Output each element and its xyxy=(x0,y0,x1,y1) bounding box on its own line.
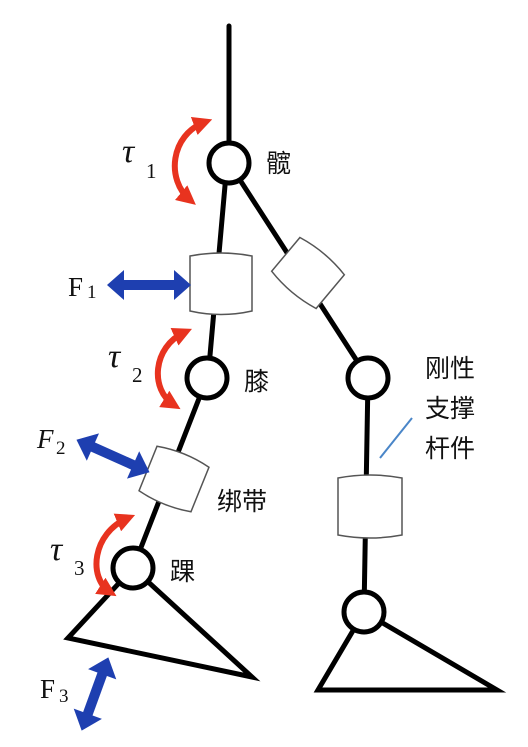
rod-label-line-1: 刚性 xyxy=(425,354,475,383)
knee-joint xyxy=(184,355,230,401)
force-arrow-3 xyxy=(73,657,117,731)
rod-label-line-2: 支撑 xyxy=(425,394,475,423)
rod-callout-line xyxy=(379,417,413,459)
hip-label: 髋 xyxy=(266,149,291,178)
torque-arrow-1 xyxy=(171,117,213,205)
tau1-symbol: τ xyxy=(122,133,136,170)
f2-subscript: 2 xyxy=(56,438,66,459)
rod-knee-joint xyxy=(345,355,391,401)
thigh-strap xyxy=(189,252,253,316)
rod-label-line-3: 杆件 xyxy=(425,434,475,463)
f1-symbol: F xyxy=(68,272,83,302)
ankle-label: 踝 xyxy=(170,557,195,586)
strap-label: 绑带 xyxy=(217,487,267,516)
f2-symbol: F xyxy=(36,424,54,454)
hip-joint xyxy=(206,140,252,186)
force-arrow-2 xyxy=(76,433,150,479)
knee-label: 膝 xyxy=(244,367,269,396)
left-foot xyxy=(63,564,261,682)
f3-symbol: F xyxy=(40,674,55,704)
rod-ankle-joint xyxy=(341,589,387,635)
tau3-symbol: τ xyxy=(50,531,64,568)
torque-arrow-3 xyxy=(93,513,136,597)
ankle-joint xyxy=(110,545,156,591)
tau3-subscript: 3 xyxy=(74,556,85,580)
tau2-symbol: τ xyxy=(108,338,122,375)
f1-subscript: 1 xyxy=(87,282,97,303)
tau2-subscript: 2 xyxy=(132,363,143,387)
shank-strap xyxy=(138,445,210,513)
f3-subscript: 3 xyxy=(59,686,69,707)
rod-upper-strap xyxy=(270,236,346,310)
tau1-subscript: 1 xyxy=(146,159,157,183)
force-arrow-1 xyxy=(107,270,191,300)
torque-arrow-2 xyxy=(154,328,192,410)
rod-lower-strap xyxy=(337,474,403,539)
